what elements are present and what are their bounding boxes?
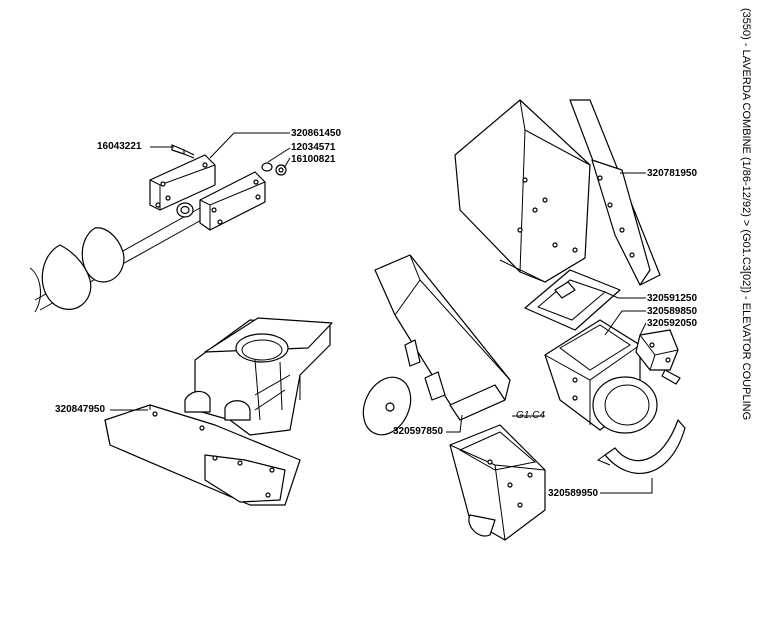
elevator-tube-upper [454, 99, 591, 283]
part-label-16043221: 16043221 [97, 141, 142, 152]
hopper-casting [104, 317, 333, 506]
auger-screw [29, 202, 206, 313]
part-label-320592050: 320592050 [647, 318, 698, 329]
elevator-head-box [544, 319, 658, 434]
curved-cover [596, 419, 686, 475]
part-label-320861450: 320861450 [291, 128, 342, 139]
elevator-tube-lower [374, 254, 511, 421]
bracket-plates [149, 144, 287, 231]
disc-plate [362, 376, 412, 436]
lower-chute [449, 424, 546, 541]
leader-lines [110, 132, 653, 494]
part-label-320597850: 320597850 [393, 426, 444, 437]
small-bracket [635, 329, 681, 385]
part-label-12034571: 12034571 [291, 142, 336, 153]
flange-gasket [524, 269, 621, 331]
part-label-320847950: 320847950 [55, 404, 106, 415]
side-plate [569, 99, 661, 286]
part-label-320781950: 320781950 [647, 168, 698, 179]
part-label-320589950: 320589950 [548, 488, 599, 499]
part-label-320589850: 320589850 [647, 306, 698, 317]
diagram-title: (3550) - LAVERDA COMBINE (1/86-12/92) > … [740, 8, 752, 421]
part-label-16100821: 16100821 [291, 154, 336, 165]
reference-label-g1c4: G1.C4 [516, 410, 545, 421]
part-label-320591250: 320591250 [647, 293, 698, 304]
